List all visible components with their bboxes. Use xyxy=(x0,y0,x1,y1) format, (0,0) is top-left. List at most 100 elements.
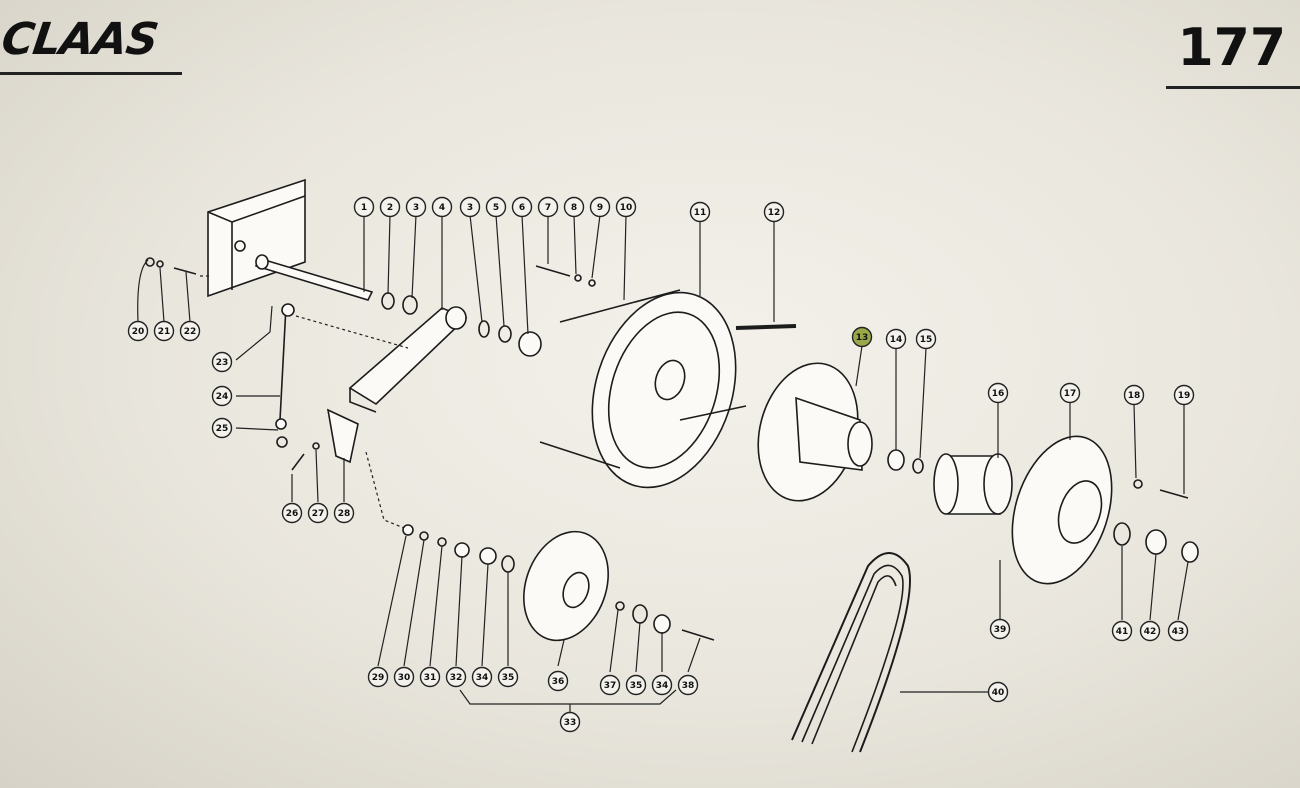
callout-ring xyxy=(445,666,467,688)
callout-ring xyxy=(1059,382,1081,404)
callout-32: 32 xyxy=(445,666,467,688)
callout-ring xyxy=(589,196,611,218)
callout-number: 22 xyxy=(184,327,197,337)
callout-24: 24 xyxy=(211,385,233,407)
callout-number: 23 xyxy=(216,358,229,368)
callout-8: 8 xyxy=(563,196,585,218)
callout-13: 13 xyxy=(851,326,873,348)
callout-number: 26 xyxy=(286,509,299,519)
callout-ring xyxy=(1167,620,1189,642)
callout-number: 41 xyxy=(1116,627,1129,637)
idler-pulley xyxy=(523,530,609,642)
callout-number: 35 xyxy=(630,681,643,691)
callout-number: 12 xyxy=(768,208,781,218)
callout-27: 27 xyxy=(307,502,329,524)
shaft xyxy=(255,254,374,301)
callout-14: 14 xyxy=(885,328,907,350)
callout-number: 36 xyxy=(552,677,565,687)
callout-16: 16 xyxy=(987,382,1009,404)
callout-9: 9 xyxy=(589,196,611,218)
callout-number: 14 xyxy=(890,335,903,345)
bolt xyxy=(535,265,571,277)
callout-ring xyxy=(511,196,533,218)
callout-33: 33 xyxy=(559,711,581,733)
callout-number: 21 xyxy=(158,327,171,337)
callout-number: 24 xyxy=(216,392,229,402)
callout-34: 34 xyxy=(651,674,673,696)
pulley-disc-right xyxy=(1011,435,1113,585)
callout-number: 9 xyxy=(597,203,603,213)
large-pulley xyxy=(539,289,747,489)
pulley-flange xyxy=(757,362,873,502)
callout-41: 41 xyxy=(1111,620,1133,642)
callout-21: 21 xyxy=(153,320,175,342)
callout-number: 38 xyxy=(682,681,695,691)
bearing-hub xyxy=(933,453,1013,515)
callout-number: 4 xyxy=(439,203,445,213)
callout-29: 29 xyxy=(367,666,389,688)
callout-ring xyxy=(1111,620,1133,642)
callout-number: 19 xyxy=(1178,391,1191,401)
callout-number: 10 xyxy=(620,203,633,213)
callout-15: 15 xyxy=(915,328,937,350)
callout-number: 18 xyxy=(1128,391,1141,401)
callout-number: 20 xyxy=(132,327,145,337)
washers-row-top xyxy=(381,292,542,357)
callout-number: 35 xyxy=(502,673,515,683)
callout-ring xyxy=(537,196,559,218)
callout-11: 11 xyxy=(689,201,711,223)
callout-ring xyxy=(915,328,937,350)
callout-34: 34 xyxy=(471,666,493,688)
callout-number: 37 xyxy=(604,681,617,691)
callout-number: 33 xyxy=(564,718,577,728)
callout-number: 13 xyxy=(856,333,869,343)
callout-number: 16 xyxy=(992,389,1005,399)
callout-number: 1 xyxy=(361,203,367,213)
callout-ring xyxy=(615,196,637,218)
callout-number: 30 xyxy=(398,673,411,683)
callout-ring xyxy=(1173,384,1195,406)
callout-20: 20 xyxy=(127,320,149,342)
callout-ring xyxy=(559,711,581,733)
callout-1: 1 xyxy=(353,196,375,218)
callout-ring xyxy=(689,201,711,223)
callout-4: 4 xyxy=(431,196,453,218)
callout-37: 37 xyxy=(599,674,621,696)
callout-5: 5 xyxy=(485,196,507,218)
callout-ring xyxy=(307,502,329,524)
callout-ring xyxy=(211,417,233,439)
callout-ring xyxy=(625,674,647,696)
callout-22: 22 xyxy=(179,320,201,342)
callout-40: 40 xyxy=(987,681,1009,703)
callout-ring xyxy=(471,666,493,688)
callout-35: 35 xyxy=(625,674,647,696)
callout-number: 40 xyxy=(992,688,1005,698)
callout-38: 38 xyxy=(677,674,699,696)
callout-ring xyxy=(987,382,1009,404)
callout-ring xyxy=(563,196,585,218)
callout-ring xyxy=(431,196,453,218)
callout-7: 7 xyxy=(537,196,559,218)
callout-number: 15 xyxy=(920,335,933,345)
callout-ring xyxy=(1123,384,1145,406)
callout-ring xyxy=(405,196,427,218)
v-belt xyxy=(791,552,911,753)
callout-number: 34 xyxy=(656,681,669,691)
callout-ring xyxy=(179,320,201,342)
parts-drawing xyxy=(145,178,1199,753)
callout-39: 39 xyxy=(989,618,1011,640)
callout-number: 39 xyxy=(994,625,1007,635)
callout-number: 29 xyxy=(372,673,385,683)
callout-ring xyxy=(419,666,441,688)
callout-26: 26 xyxy=(281,502,303,524)
callout-6: 6 xyxy=(511,196,533,218)
callout-number: 25 xyxy=(216,424,229,434)
callout-ring xyxy=(987,681,1009,703)
callout-31: 31 xyxy=(419,666,441,688)
mounting-bracket xyxy=(207,178,306,298)
callout-ring xyxy=(599,674,621,696)
callout-30: 30 xyxy=(393,666,415,688)
callout-17: 17 xyxy=(1059,382,1081,404)
callout-25: 25 xyxy=(211,417,233,439)
